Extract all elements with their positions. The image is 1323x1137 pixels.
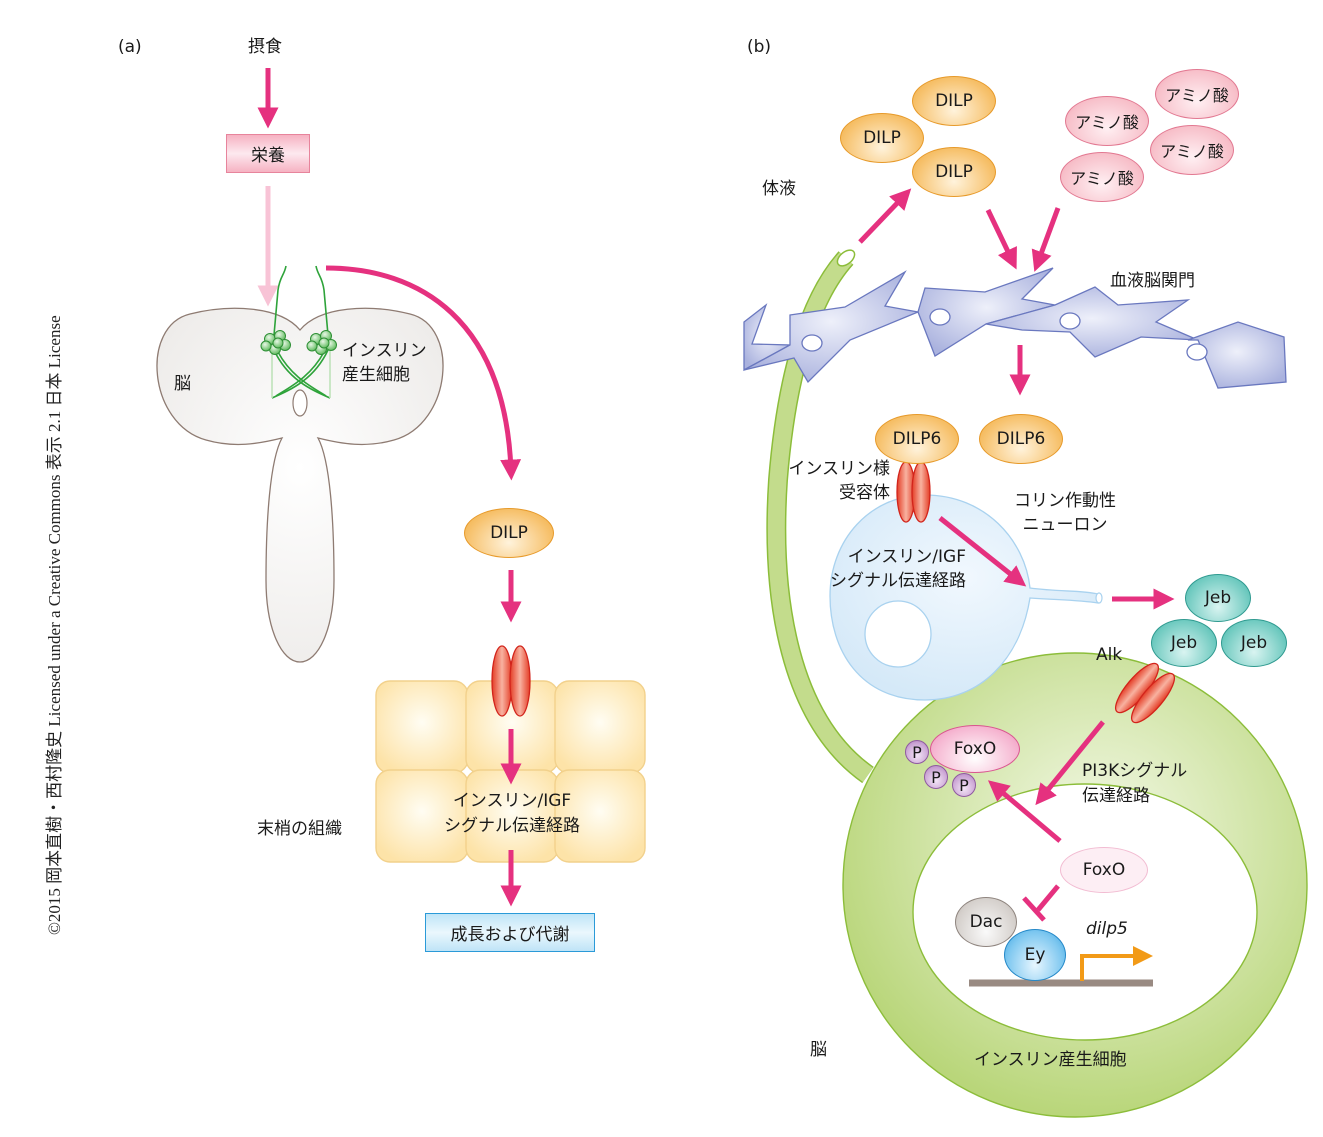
dilp6-2-label: DILP6 [996, 429, 1046, 449]
ipc-neurons [271, 265, 331, 399]
phosphate-1-label: P [912, 742, 922, 762]
jeb-3: Jeb [1221, 619, 1287, 667]
amino-acid-4-label: アミノ酸 [1070, 169, 1134, 188]
dilp6-2: DILP6 [979, 414, 1063, 464]
blood-brain-barrier [743, 267, 1287, 389]
arrow-receptor-to-pathway-b [938, 516, 1027, 587]
dilp-a: DILP [464, 508, 554, 558]
pathway-b-line1: インスリン/IGF [847, 547, 966, 567]
arrow-amino-to-bbb [1031, 207, 1061, 272]
brain-foramen [292, 389, 308, 417]
pi3k-pathway-line1: PI3Kシグナル [1082, 761, 1188, 781]
feeding-label: 摂食 [248, 37, 282, 57]
foxo-phosphorylated: FoxO [930, 725, 1020, 773]
pathway-a-line2: シグナル伝達経路 [444, 816, 580, 836]
panel-a [156, 68, 646, 907]
brain-outline [156, 307, 444, 663]
inhibition-foxo-to-ey [1022, 884, 1060, 922]
growth-metabolism-label: 成長および代謝 [450, 925, 570, 945]
dilp-b-2: DILP [840, 113, 924, 163]
amino-acid-3-label: アミノ酸 [1160, 142, 1224, 161]
arrow-alk-to-foxo [1035, 720, 1105, 806]
dilp-b-3-label: DILP [935, 162, 973, 182]
insulin-like-receptor-line2: 受容体 [839, 483, 890, 503]
amino-acid-1: アミノ酸 [1155, 69, 1239, 119]
arrow-axon-to-dilp [858, 188, 912, 244]
ipc-cluster-right [306, 330, 337, 355]
dilp5-gene-label: dilp5 [1086, 919, 1128, 939]
pathway-a-line1: インスリン/IGF [452, 791, 572, 811]
arrow-brain-to-dilp [325, 265, 522, 481]
ipc-cluster-left [260, 330, 291, 355]
jeb-2: Jeb [1151, 619, 1217, 667]
bbb-label: 血液脳関門 [1110, 271, 1195, 291]
cholinergic-neuron-line2: ニューロン [1022, 515, 1108, 535]
dac-protein: Dac [955, 897, 1017, 947]
insulin-receptor-a [491, 645, 531, 717]
amino-acid-3: アミノ酸 [1150, 125, 1234, 175]
jeb-3-label: Jeb [1240, 633, 1268, 653]
pathway-b-line2: シグナル伝達経路 [830, 571, 966, 591]
promoter-arrowhead [1133, 946, 1153, 966]
cholinergic-neuron-line1: コリン作動性 [1014, 491, 1116, 511]
dilp-a-label: DILP [490, 523, 528, 543]
dilp-b-1: DILP [912, 76, 996, 126]
peripheral-tissue-cells [375, 680, 646, 863]
jeb-1: Jeb [1185, 574, 1251, 622]
ipc-label-a-line2: 産生細胞 [342, 365, 410, 385]
alk-label: Alk [1096, 645, 1123, 665]
brain-label-a: 脳 [174, 374, 191, 394]
phosphate-2: P [924, 765, 948, 789]
phosphate-1: P [905, 740, 929, 764]
nutrition-box: 栄養 [226, 134, 310, 173]
insulin-like-receptor [896, 461, 931, 523]
ipc-nucleus [912, 783, 1258, 1041]
foxo-nuclear: FoxO [1060, 847, 1148, 893]
ipc-label-a-line1: インスリン [342, 341, 427, 361]
phosphate-2-label: P [931, 767, 941, 787]
amino-acid-2-label: アミノ酸 [1075, 113, 1139, 132]
amino-acid-4: アミノ酸 [1060, 152, 1144, 202]
bbb-nuclei [801, 308, 1208, 361]
pi3k-pathway-line2: 伝達経路 [1082, 786, 1150, 806]
amino-acid-1-label: アミノ酸 [1165, 86, 1229, 105]
ipc-axon-end [836, 249, 856, 267]
insulin-like-receptor-line1: インスリン様 [788, 459, 890, 479]
phosphate-3-label: P [959, 775, 969, 795]
dilp-b-2-label: DILP [863, 128, 901, 148]
amino-acid-2: アミノ酸 [1065, 96, 1149, 146]
dac-label: Dac [969, 912, 1003, 932]
brain-label-b: 脳 [810, 1040, 827, 1060]
arrow-foxo-export [987, 780, 1062, 843]
neuron-nucleus [864, 600, 932, 668]
growth-metabolism-box: 成長および代謝 [425, 913, 595, 952]
ey-protein: Ey [1004, 929, 1066, 981]
panel-a-label: (a) [118, 37, 142, 57]
arrow-dilp-to-bbb [985, 208, 1017, 270]
body-fluid-label: 体液 [762, 179, 796, 199]
dilp-b-3: DILP [912, 147, 996, 197]
jeb-2-label: Jeb [1170, 633, 1198, 653]
dilp6-1: DILP6 [875, 414, 959, 464]
promoter-arrow [1080, 954, 1137, 981]
ipc-label-b: インスリン産生細胞 [974, 1050, 1127, 1070]
panel-b-label: (b) [747, 37, 772, 57]
jeb-1-label: Jeb [1204, 588, 1232, 608]
alk-receptor [1115, 662, 1175, 724]
nutrition-label: 栄養 [251, 146, 285, 166]
dilp-b-1-label: DILP [935, 91, 973, 111]
phosphate-3: P [952, 773, 976, 797]
copyright-notice: ©2015 岡本直樹・西村隆史 Licensed under a Creativ… [45, 315, 64, 935]
peripheral-tissue-label: 末梢の組織 [257, 819, 342, 839]
dilp6-1-label: DILP6 [892, 429, 942, 449]
foxo-nuclear-label: FoxO [1082, 860, 1126, 880]
neuron-axon-end [1095, 592, 1103, 604]
foxo-phosphorylated-label: FoxO [953, 739, 997, 759]
ey-label: Ey [1024, 945, 1046, 965]
